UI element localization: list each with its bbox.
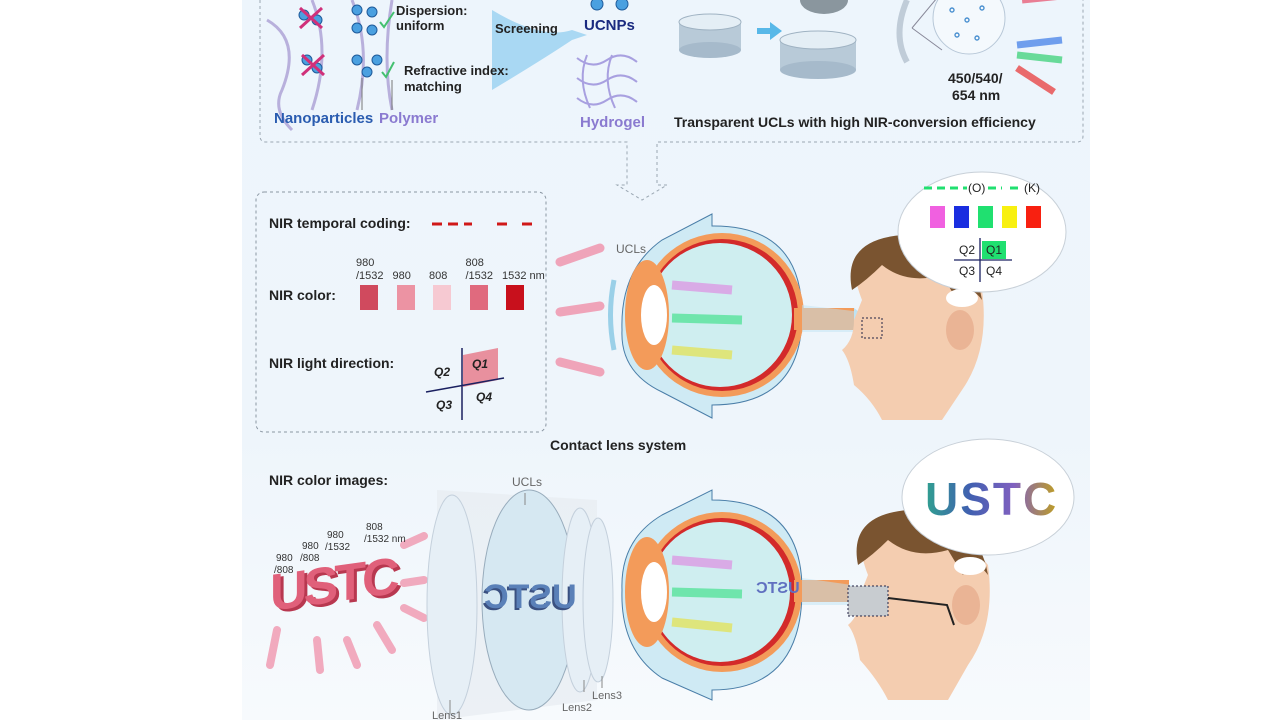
eye-diagram — [608, 213, 867, 419]
nir-swatch-label: /1532 — [465, 270, 494, 282]
nir-swatch-label: /1532 — [356, 270, 384, 282]
lens-dome — [800, 0, 848, 14]
temporal-coding-label: NIR temporal coding: — [269, 215, 411, 231]
mold-2 — [779, 30, 857, 79]
emission-wavelength-line1: 450/540/ — [948, 70, 1003, 86]
light-direction-label: NIR light direction: — [269, 355, 395, 371]
top-panel-caption: Transparent UCLs with high NIR-conversio… — [674, 114, 1036, 130]
perceived-ustc-text: USTC — [925, 473, 1059, 525]
letter-wavelength-label: /808 — [274, 565, 294, 576]
thought-bubble — [897, 171, 1067, 307]
nir-swatch-label: 980 — [392, 270, 411, 282]
bubble-q1: Q1 — [986, 243, 1003, 257]
letter-wavelength-label: /1532 — [325, 542, 351, 553]
nir-beams-bottom — [266, 532, 428, 674]
emission-beams — [1015, 0, 1063, 95]
nir-swatch-label: 980 — [356, 257, 375, 269]
lens1-label: Lens1 — [432, 710, 462, 722]
ucnp-particles — [590, 0, 629, 11]
ucnps-label: UCNPs — [584, 17, 635, 34]
quadrant-q1: Q1 — [472, 357, 489, 371]
perceived-color-swatch — [1002, 206, 1017, 228]
quadrant-axes — [425, 348, 505, 420]
emission-wavelength-line2: 654 nm — [952, 87, 1001, 103]
lens-stack — [426, 489, 614, 720]
retina-ustc-text: USTC — [756, 580, 800, 597]
nir-swatch — [396, 285, 415, 310]
nanoparticles-label: Nanoparticles — [274, 110, 374, 127]
refractive-label: Refractive index: — [404, 63, 509, 78]
nir-beams — [555, 243, 605, 377]
code-o-label: (O) — [968, 181, 986, 195]
ucls-label: UCLs — [616, 242, 647, 256]
perceived-color-swatch — [954, 206, 969, 228]
hydrogel-mesh — [576, 54, 638, 109]
contact-lens-side — [896, 0, 910, 64]
letter-wavelength-label: 808 — [366, 522, 383, 533]
nir-swatch-label: 808 — [429, 270, 448, 282]
bubble-q2: Q2 — [959, 243, 976, 257]
lens2-label: Lens2 — [562, 702, 592, 714]
quadrant-q4: Q4 — [476, 390, 493, 404]
bubble-q3: Q3 — [959, 264, 976, 278]
quadrant-q2: Q2 — [434, 365, 451, 379]
letter-wavelength-label: /1532 nm — [364, 534, 406, 545]
check-icons — [379, 11, 395, 79]
dispersion-value: uniform — [396, 18, 445, 33]
q1-highlight — [463, 348, 498, 387]
letter-wavelength-label: 980 — [327, 530, 344, 541]
refractive-value: matching — [404, 79, 462, 94]
nir-panel-border — [255, 191, 547, 433]
nir-color-label: NIR color: — [269, 287, 336, 303]
screening-arrow — [492, 10, 587, 90]
letter-wavelength-label: /808 — [300, 553, 320, 564]
contact-lens-caption: Contact lens system — [550, 437, 687, 453]
diagram-artwork — [255, 0, 1084, 720]
top-panel-border — [259, 0, 1084, 201]
lens-magnified — [932, 0, 1006, 55]
zoom-lines — [911, 0, 943, 51]
perceived-color-swatch — [978, 206, 993, 228]
nanoparticle-network — [266, 0, 394, 132]
perceived-color-swatch — [1026, 206, 1041, 228]
code-k-label: (K) — [1024, 181, 1040, 195]
nir-swatch — [360, 285, 378, 310]
lens3-label: Lens3 — [592, 690, 622, 702]
color-images-title: NIR color images: — [269, 472, 389, 488]
nir-swatch-label: 1532 nm — [502, 270, 545, 282]
thought-bubble-bottom — [901, 438, 1075, 575]
cross-icons — [298, 6, 326, 77]
arrow-icon — [757, 22, 782, 40]
eye-diagram-bottom — [621, 489, 852, 701]
hydrogel-label: Hydrogel — [580, 114, 646, 131]
mold-1 — [678, 13, 742, 58]
bubble-q4: Q4 — [986, 264, 1003, 278]
perceived-color-swatch — [930, 206, 945, 228]
letter-wavelength-label: 980 — [302, 541, 319, 552]
letter-wavelength-label: 980 — [276, 553, 293, 564]
polymer-label: Polymer — [379, 110, 439, 127]
nir-swatch — [506, 285, 524, 310]
screening-label: Screening — [495, 21, 558, 36]
dispersion-label: Dispersion: — [396, 3, 468, 18]
nir-swatch — [469, 285, 488, 310]
figure: Dispersion: uniform Screening UCNPs Refr… — [242, 0, 1090, 722]
quadrant-q3: Q3 — [436, 398, 453, 412]
nir-swatch-label: 808 — [465, 257, 484, 269]
mirrored-ustc-text: USTC — [484, 578, 577, 616]
bottom-ucls-label: UCLs — [512, 475, 543, 489]
nir-swatch — [433, 285, 451, 310]
